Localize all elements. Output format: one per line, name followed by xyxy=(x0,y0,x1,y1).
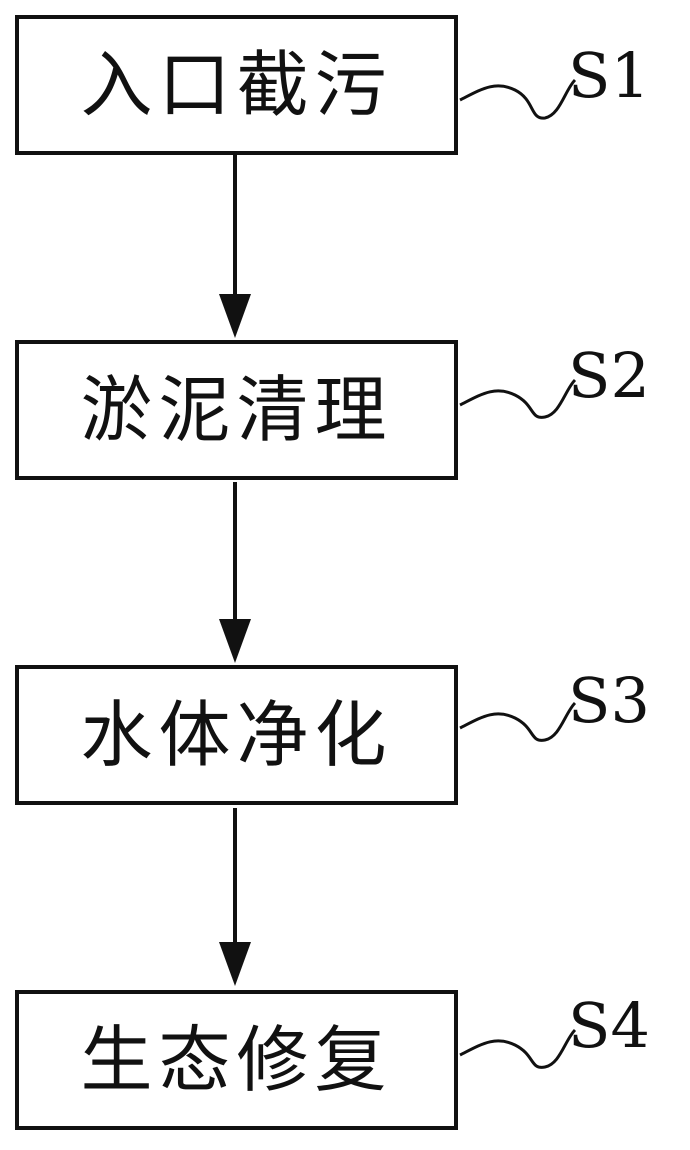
step-box-1: 入口截污 xyxy=(15,15,458,155)
arrow-head-3 xyxy=(219,942,251,986)
step-label-s4: S4 xyxy=(568,989,650,1062)
leader-squiggle-s2 xyxy=(459,378,577,419)
step-text-1: 入口截污 xyxy=(80,43,393,127)
step-label-s1: S1 xyxy=(568,39,650,112)
step-box-4: 生态修复 xyxy=(15,990,458,1130)
step-text-2: 淤泥清理 xyxy=(80,368,393,452)
step-box-2: 淤泥清理 xyxy=(15,340,458,480)
leader-squiggle-s4 xyxy=(459,1028,577,1069)
step-box-3: 水体净化 xyxy=(15,665,458,805)
leader-squiggle-s1 xyxy=(459,78,577,120)
arrow-head-2 xyxy=(219,619,251,663)
leader-squiggle-s3 xyxy=(459,701,577,742)
step-text-4: 生态修复 xyxy=(80,1018,393,1102)
arrow-head-1 xyxy=(219,294,251,338)
step-label-s2: S2 xyxy=(568,339,650,412)
step-label-s3: S3 xyxy=(568,664,650,737)
step-text-3: 水体净化 xyxy=(80,693,393,777)
